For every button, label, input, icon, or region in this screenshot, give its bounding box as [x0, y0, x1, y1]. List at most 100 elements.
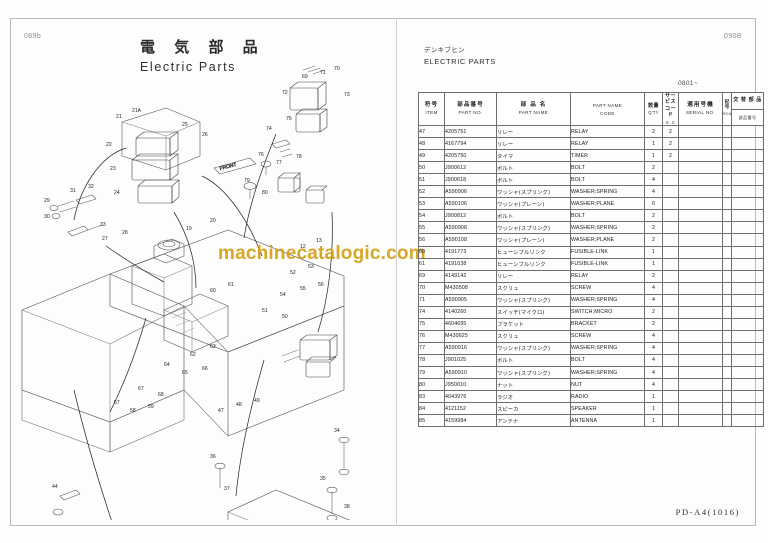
header-part-name-ja: 部 品 名 PART NAME — [496, 91, 571, 127]
cell-replaced-part — [731, 414, 764, 428]
cell-item: 78 — [418, 353, 445, 367]
cell-serial-no — [678, 353, 723, 367]
cell-replaced-part — [731, 293, 764, 307]
svg-text:12: 12 — [300, 244, 306, 250]
header-serial-no: 適用号機 SERIAL NO. — [678, 91, 723, 127]
cell-part-name-ja: ボルト — [496, 209, 571, 223]
cell-item: 47 — [418, 125, 445, 139]
cell-part-name-ja: スクリュ — [496, 281, 571, 295]
cell-item: 69 — [418, 269, 445, 283]
cell-rca — [722, 329, 732, 343]
cell-rca — [722, 390, 732, 404]
cell-serial-no — [678, 221, 723, 235]
cell-part-no: A590906 — [444, 185, 497, 199]
cell-service-code: 2 — [662, 149, 679, 163]
svg-text:48: 48 — [236, 402, 242, 408]
cell-qty: 4 — [644, 173, 663, 187]
cell-part-name-en: RADIO — [570, 390, 645, 404]
form-code: PD-A4(1016) — [675, 507, 740, 517]
cell-replaced-part — [731, 390, 764, 404]
svg-text:66: 66 — [202, 366, 208, 372]
cell-item: 85 — [418, 414, 445, 428]
cell-item: 53 — [418, 197, 445, 211]
cell-part-name-en: RELAY — [570, 137, 645, 151]
cell-part-no: 4043976 — [444, 390, 497, 404]
table-heading-ja: デンキブヒン — [424, 46, 465, 54]
svg-text:62: 62 — [190, 352, 196, 358]
cell-qty: 1 — [644, 414, 663, 428]
cell-part-name-en: BOLT — [570, 209, 645, 223]
cell-qty: 1 — [644, 137, 663, 151]
cell-item: 50 — [418, 161, 445, 175]
svg-text:21A: 21A — [132, 108, 142, 114]
svg-text:30: 30 — [44, 214, 50, 220]
cell-part-name-en: SCREW — [570, 281, 645, 295]
cell-part-name-ja: ボルト — [496, 161, 571, 175]
svg-text:55: 55 — [300, 286, 306, 292]
cell-rca — [722, 137, 732, 151]
cell-part-name-en: NUT — [570, 378, 645, 392]
cell-service-code — [662, 353, 679, 367]
cell-part-no: M430625 — [444, 329, 497, 343]
cell-item: 56 — [418, 233, 445, 247]
cell-serial-no — [678, 365, 723, 380]
cell-part-name-ja: ラジオ — [496, 390, 571, 404]
cell-part-no: 4205751 — [444, 125, 497, 139]
cell-part-name-en: BOLT — [570, 161, 645, 175]
svg-text:61: 61 — [228, 282, 234, 288]
cell-qty: 4 — [644, 329, 663, 343]
cell-serial-no — [678, 209, 723, 223]
svg-text:58: 58 — [130, 408, 136, 414]
cell-item: 76 — [418, 329, 445, 343]
plate-title-en: Electric Parts — [140, 60, 237, 74]
header-replaced-part: 交 替 部 品 部品番号 — [731, 91, 764, 127]
cell-qty: 4 — [644, 281, 663, 295]
svg-text:36: 36 — [210, 454, 216, 460]
cell-part-no: J901025 — [444, 353, 497, 367]
svg-text:70: 70 — [334, 66, 340, 72]
svg-text:57: 57 — [114, 400, 120, 406]
cell-part-name-en: WASHER;SPRING — [570, 365, 645, 380]
cell-part-name-ja: スピーカ — [496, 402, 571, 416]
cell-replaced-part — [731, 305, 764, 319]
cell-item: 79 — [418, 365, 445, 380]
cell-replaced-part — [731, 353, 764, 367]
svg-text:25: 25 — [182, 122, 188, 128]
cell-rca — [722, 245, 732, 259]
svg-text:77: 77 — [276, 160, 282, 166]
cell-part-no: A590905 — [444, 293, 497, 307]
cell-serial-no — [678, 149, 723, 163]
cell-qty: 4 — [644, 293, 663, 307]
cell-part-name-ja: ボルト — [496, 173, 571, 187]
cell-replaced-part — [731, 161, 764, 175]
svg-text:69: 69 — [302, 74, 308, 80]
cell-rca — [722, 161, 732, 175]
cell-replaced-part — [731, 185, 764, 199]
